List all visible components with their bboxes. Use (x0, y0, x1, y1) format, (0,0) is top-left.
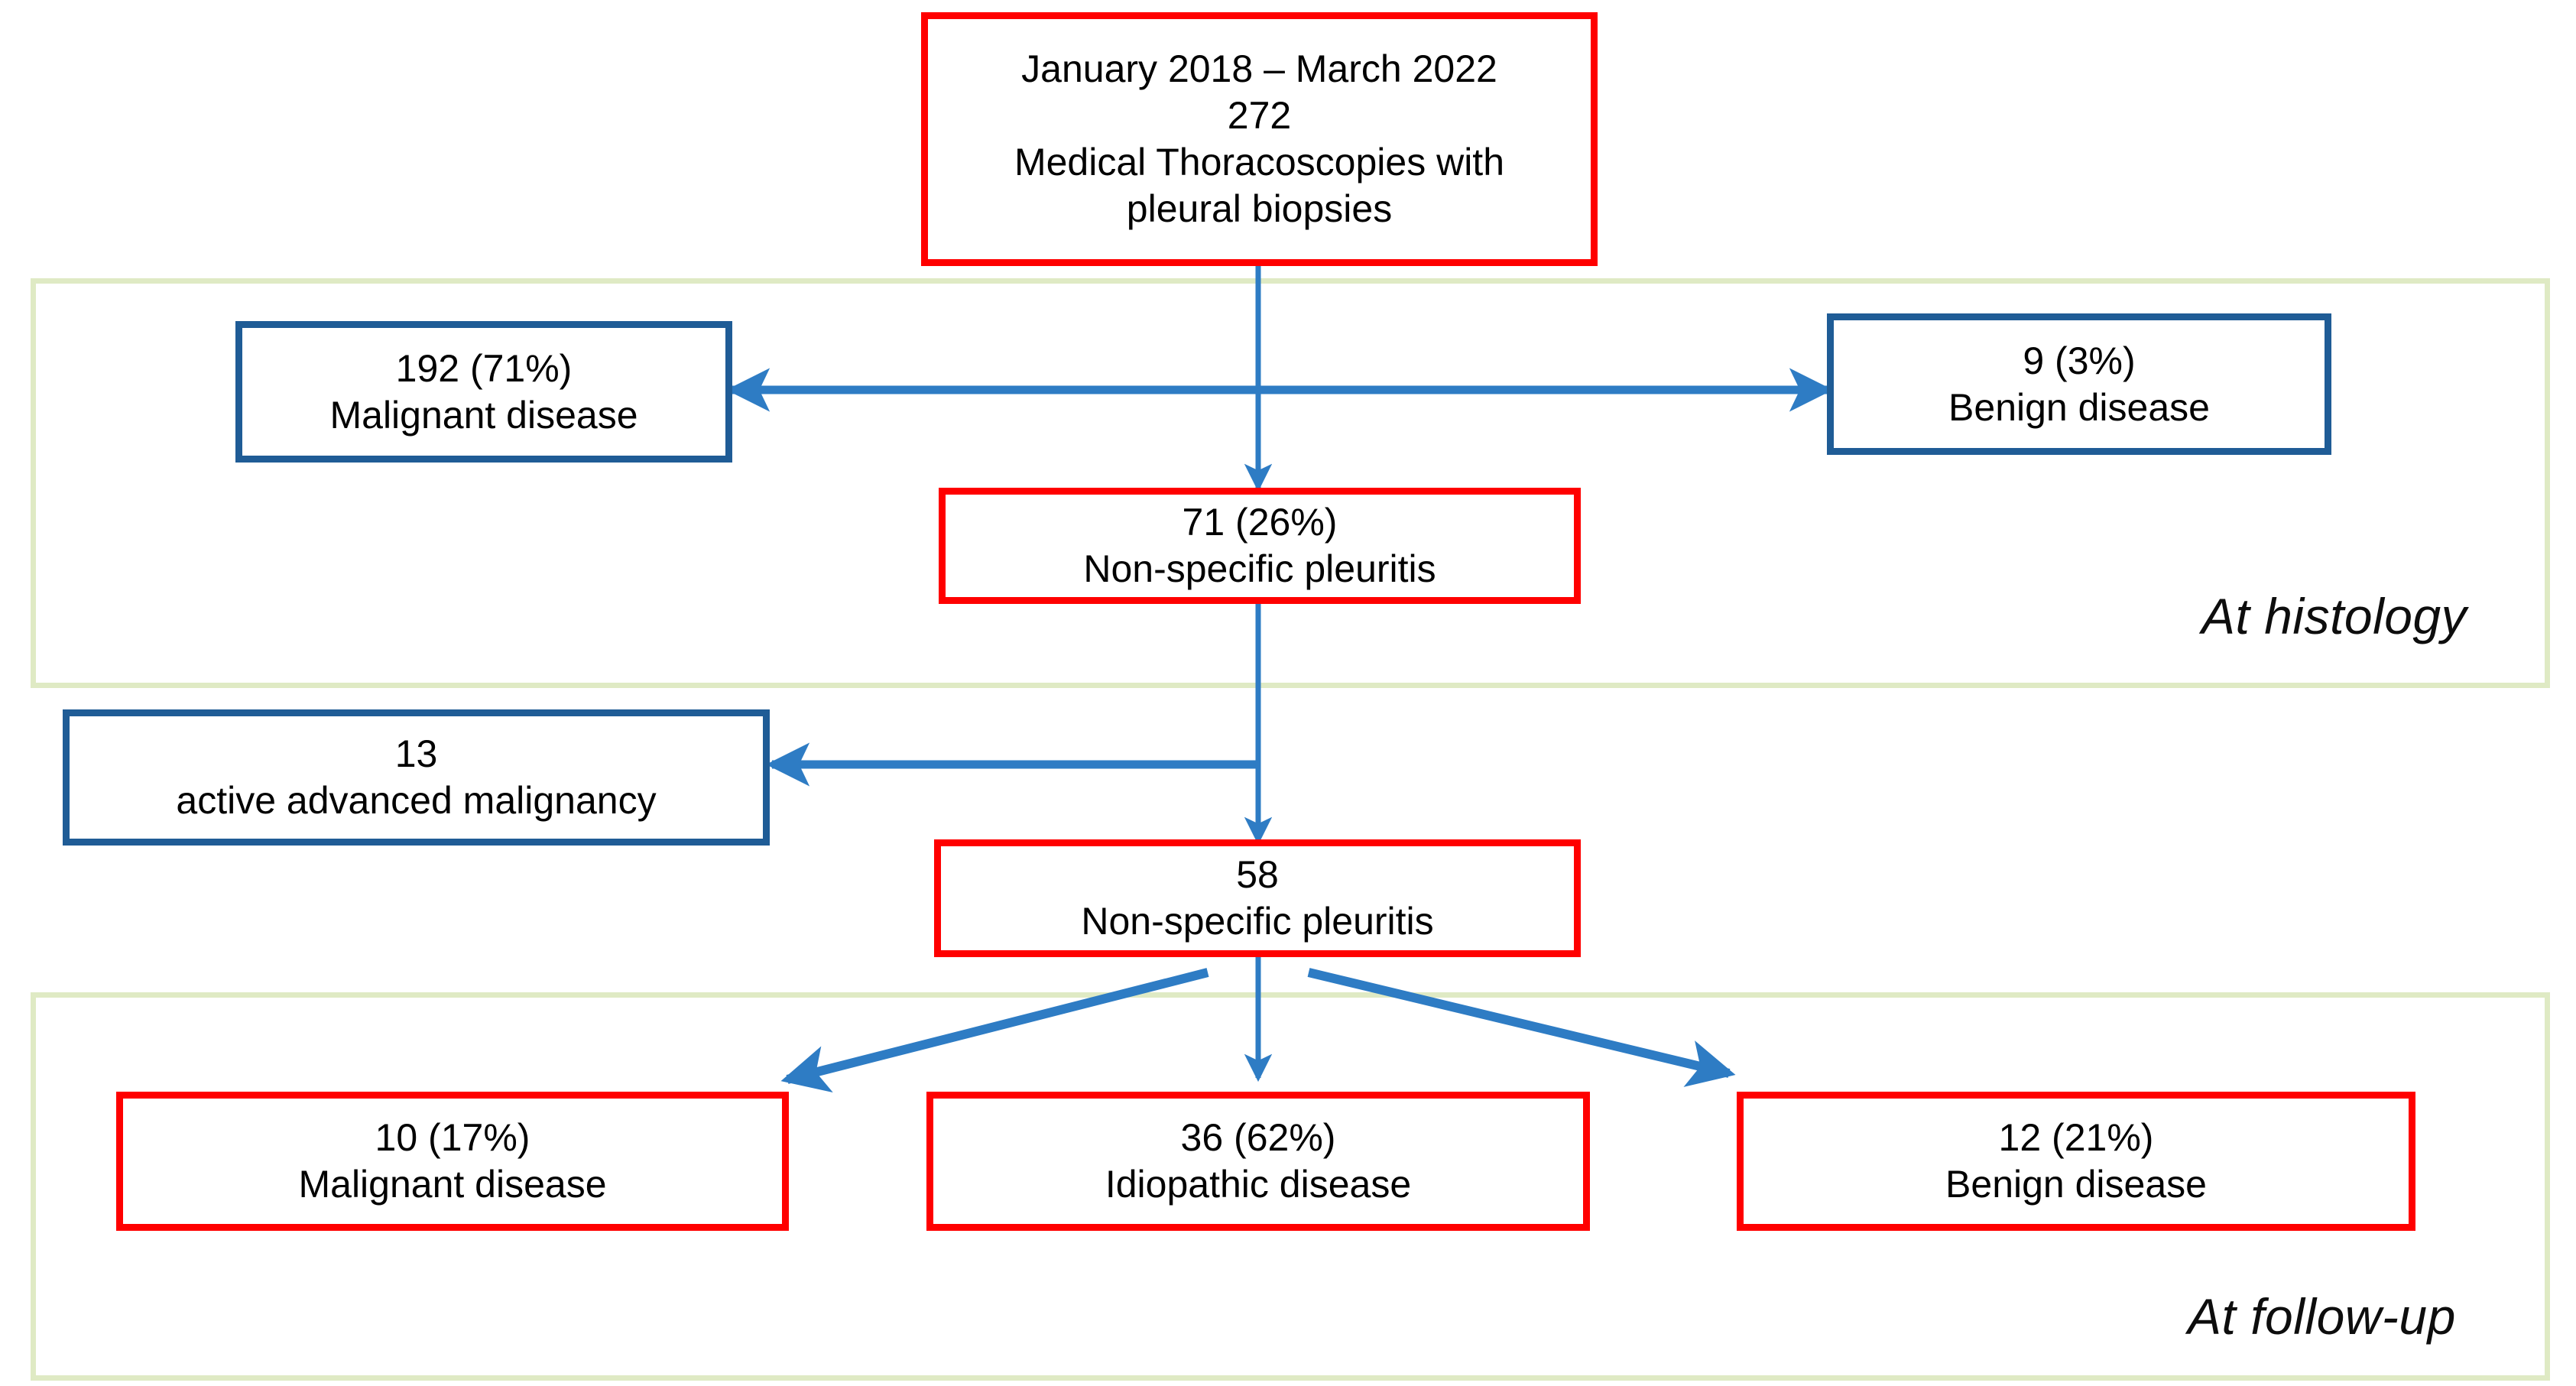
node-line: 36 (62%) (1180, 1116, 1336, 1159)
arrow-nsp-to-malignant-followup (780, 968, 1209, 1092)
node-nsp-histology[interactable]: 71 (26%) Non-specific pleuritis (939, 488, 1581, 604)
node-malignant-histology[interactable]: 192 (71%) Malignant disease (235, 321, 732, 463)
section-frame-histology (31, 278, 2550, 688)
node-line: Non-specific pleuritis (1083, 547, 1436, 590)
node-line: pleural biopsies (1126, 187, 1393, 230)
arrow-nsp-to-benign-followup (1307, 968, 1736, 1087)
node-malignant-followup[interactable]: 10 (17%) Malignant disease (116, 1092, 789, 1231)
node-line: Malignant disease (298, 1163, 607, 1206)
node-idiopathic-followup[interactable]: 36 (62%) Idiopathic disease (926, 1092, 1590, 1231)
node-line: Non-specific pleuritis (1081, 900, 1434, 943)
node-line: Malignant disease (329, 393, 638, 437)
section-label-followup: At follow-up (2188, 1288, 2456, 1345)
node-line: Medical Thoracoscopies with (1014, 141, 1505, 183)
node-line: 12 (21%) (1998, 1116, 2154, 1159)
section-frame-followup (31, 992, 2550, 1381)
node-line: 10 (17%) (375, 1116, 530, 1159)
node-line: 9 (3%) (2023, 339, 2136, 382)
node-active-advanced-malignancy[interactable]: 13 active advanced malignancy (63, 709, 770, 846)
node-line: 71 (26%) (1182, 501, 1338, 544)
node-line: 192 (71%) (395, 346, 573, 390)
node-line: Benign disease (1945, 1163, 2207, 1206)
node-line: 13 (394, 732, 438, 775)
node-total-thoracoscopies[interactable]: January 2018 – March 2022 272 Medical Th… (921, 12, 1598, 266)
node-line: 272 (1227, 94, 1292, 137)
node-line: Benign disease (1948, 385, 2210, 429)
node-line: active advanced malignancy (176, 779, 657, 822)
node-benign-histology[interactable]: 9 (3%) Benign disease (1827, 313, 2331, 455)
node-line: January 2018 – March 2022 (1021, 47, 1497, 90)
node-line: 58 (1236, 853, 1279, 896)
node-benign-followup[interactable]: 12 (21%) Benign disease (1737, 1092, 2415, 1231)
section-label-histology: At histology (2201, 588, 2467, 644)
node-nsp-followup[interactable]: 58 Non-specific pleuritis (934, 839, 1581, 957)
node-line: Idiopathic disease (1105, 1163, 1412, 1206)
